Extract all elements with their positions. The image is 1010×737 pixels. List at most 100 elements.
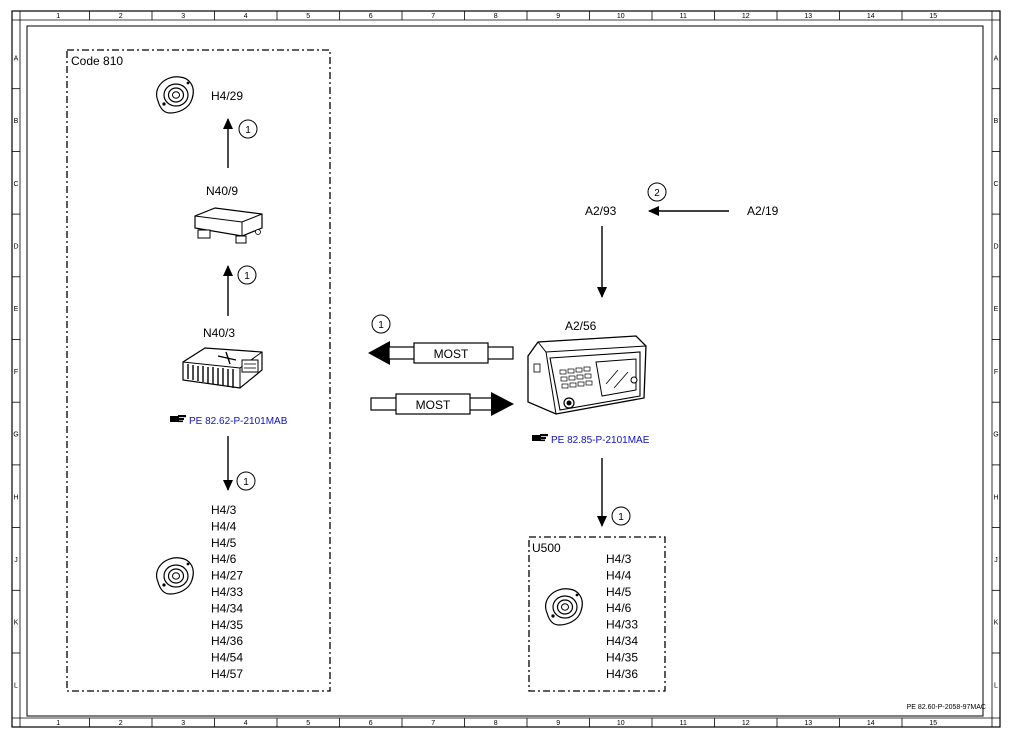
circle-marker-2: 2 [654, 188, 660, 199]
column-label: 4 [244, 720, 248, 727]
column-label: 8 [494, 720, 498, 727]
column-label: 2 [119, 13, 123, 20]
column-label: 9 [556, 720, 560, 727]
column-label: 12 [742, 13, 750, 20]
speaker-label: H4/6 [211, 552, 237, 566]
speaker-label: H4/4 [211, 519, 237, 533]
amplifier-icon [182, 347, 263, 389]
column-label: 3 [181, 720, 185, 727]
speaker-label: H4/36 [211, 634, 243, 648]
row-label: B [14, 118, 19, 125]
column-label: 4 [244, 13, 248, 20]
column-label: 14 [867, 13, 875, 20]
column-label: 13 [804, 720, 812, 727]
ref-link-n40-3[interactable]: PE 82.62-P-2101MAB [189, 416, 288, 427]
speaker-label: H4/3 [211, 503, 237, 517]
u500-title: U500 [532, 541, 561, 555]
document-id: PE 82.60-P-2058-97MAC [907, 704, 986, 711]
row-label: G [13, 432, 18, 439]
speaker-icon [155, 76, 194, 114]
circle-marker-1: 1 [243, 477, 249, 488]
row-label: L [14, 682, 18, 689]
row-label: H [993, 494, 998, 501]
row-label: C [993, 181, 998, 188]
most-label: MOST [434, 347, 469, 361]
pointing-hand-icon [532, 434, 548, 442]
circle-marker-1: 1 [245, 125, 251, 136]
column-label: 10 [617, 13, 625, 20]
speaker-label: H4/35 [211, 618, 243, 632]
column-label: 1 [56, 13, 60, 20]
column-label: 7 [431, 720, 435, 727]
speaker-icon [544, 588, 583, 626]
speaker-label: H4/6 [606, 601, 632, 615]
circle-marker-1: 1 [378, 320, 384, 331]
label-a2-56: A2/56 [565, 319, 597, 333]
column-label: 12 [742, 720, 750, 727]
speaker-label: H4/27 [211, 569, 243, 583]
column-label: 5 [306, 13, 310, 20]
column-label: 2 [119, 720, 123, 727]
most-link-out: MOST 1 [368, 314, 514, 365]
column-label: 6 [369, 13, 373, 20]
row-label: F [994, 369, 998, 376]
column-label: 7 [431, 13, 435, 20]
column-label: 15 [929, 13, 937, 20]
column-label: 9 [556, 13, 560, 20]
column-label: 5 [306, 720, 310, 727]
most-link-in: MOST [370, 392, 514, 416]
code-810-title: Code 810 [71, 54, 123, 68]
row-label: E [14, 306, 19, 313]
row-label: G [993, 432, 998, 439]
row-label: A [14, 55, 19, 62]
row-label: F [14, 369, 18, 376]
circle-marker-1: 1 [244, 271, 250, 282]
column-label: 6 [369, 720, 373, 727]
column-label: 11 [680, 720, 687, 727]
row-label: E [994, 306, 999, 313]
row-label: H [13, 494, 18, 501]
row-label: K [994, 620, 999, 627]
most-label: MOST [416, 398, 451, 412]
speaker-label: H4/54 [211, 651, 243, 665]
speaker-label: H4/57 [211, 667, 243, 681]
label-a2-19: A2/19 [747, 204, 779, 218]
label-n40-9: N40/9 [206, 184, 238, 198]
code-810-group: Code 810 H4/29 1 N40/9 1 N40/3 [66, 49, 331, 692]
row-label: L [994, 682, 998, 689]
speaker-label: H4/36 [606, 667, 638, 681]
speaker-label: H4/4 [606, 568, 632, 582]
pointing-hand-icon [170, 415, 186, 423]
speaker-label: H4/33 [211, 585, 243, 599]
column-label: 13 [804, 13, 812, 20]
speaker-label: H4/3 [606, 552, 632, 566]
control-module-icon [194, 207, 263, 244]
speaker-label: H4/5 [606, 585, 632, 599]
drawing-frame [11, 10, 1001, 728]
column-label: 1 [56, 720, 60, 727]
row-label: A [994, 55, 999, 62]
column-label: 11 [680, 13, 687, 20]
column-label: 14 [867, 720, 875, 727]
label-h4-29: H4/29 [211, 89, 243, 103]
speaker-label: H4/34 [211, 601, 243, 615]
speaker-icon [155, 557, 194, 595]
head-unit-icon [527, 335, 647, 415]
row-label: J [994, 557, 998, 564]
label-a2-93: A2/93 [585, 204, 617, 218]
speaker-label: H4/34 [606, 634, 638, 648]
row-label: C [13, 181, 18, 188]
column-label: 8 [494, 13, 498, 20]
row-label: D [13, 243, 18, 250]
column-label: 3 [181, 13, 185, 20]
u500-group: U500 H4/3H4/4H4/5H4/6H4/33H4/34H4/35H4/3… [528, 536, 666, 692]
ref-link-a2-56[interactable]: PE 82.85-P-2101MAE [551, 435, 650, 446]
row-label: J [14, 557, 18, 564]
speaker-label: H4/5 [211, 536, 237, 550]
column-label: 15 [929, 720, 937, 727]
row-label: D [993, 243, 998, 250]
row-label: B [994, 118, 999, 125]
circle-marker-1: 1 [618, 512, 624, 523]
row-label: K [14, 620, 19, 627]
column-label: 10 [617, 720, 625, 727]
